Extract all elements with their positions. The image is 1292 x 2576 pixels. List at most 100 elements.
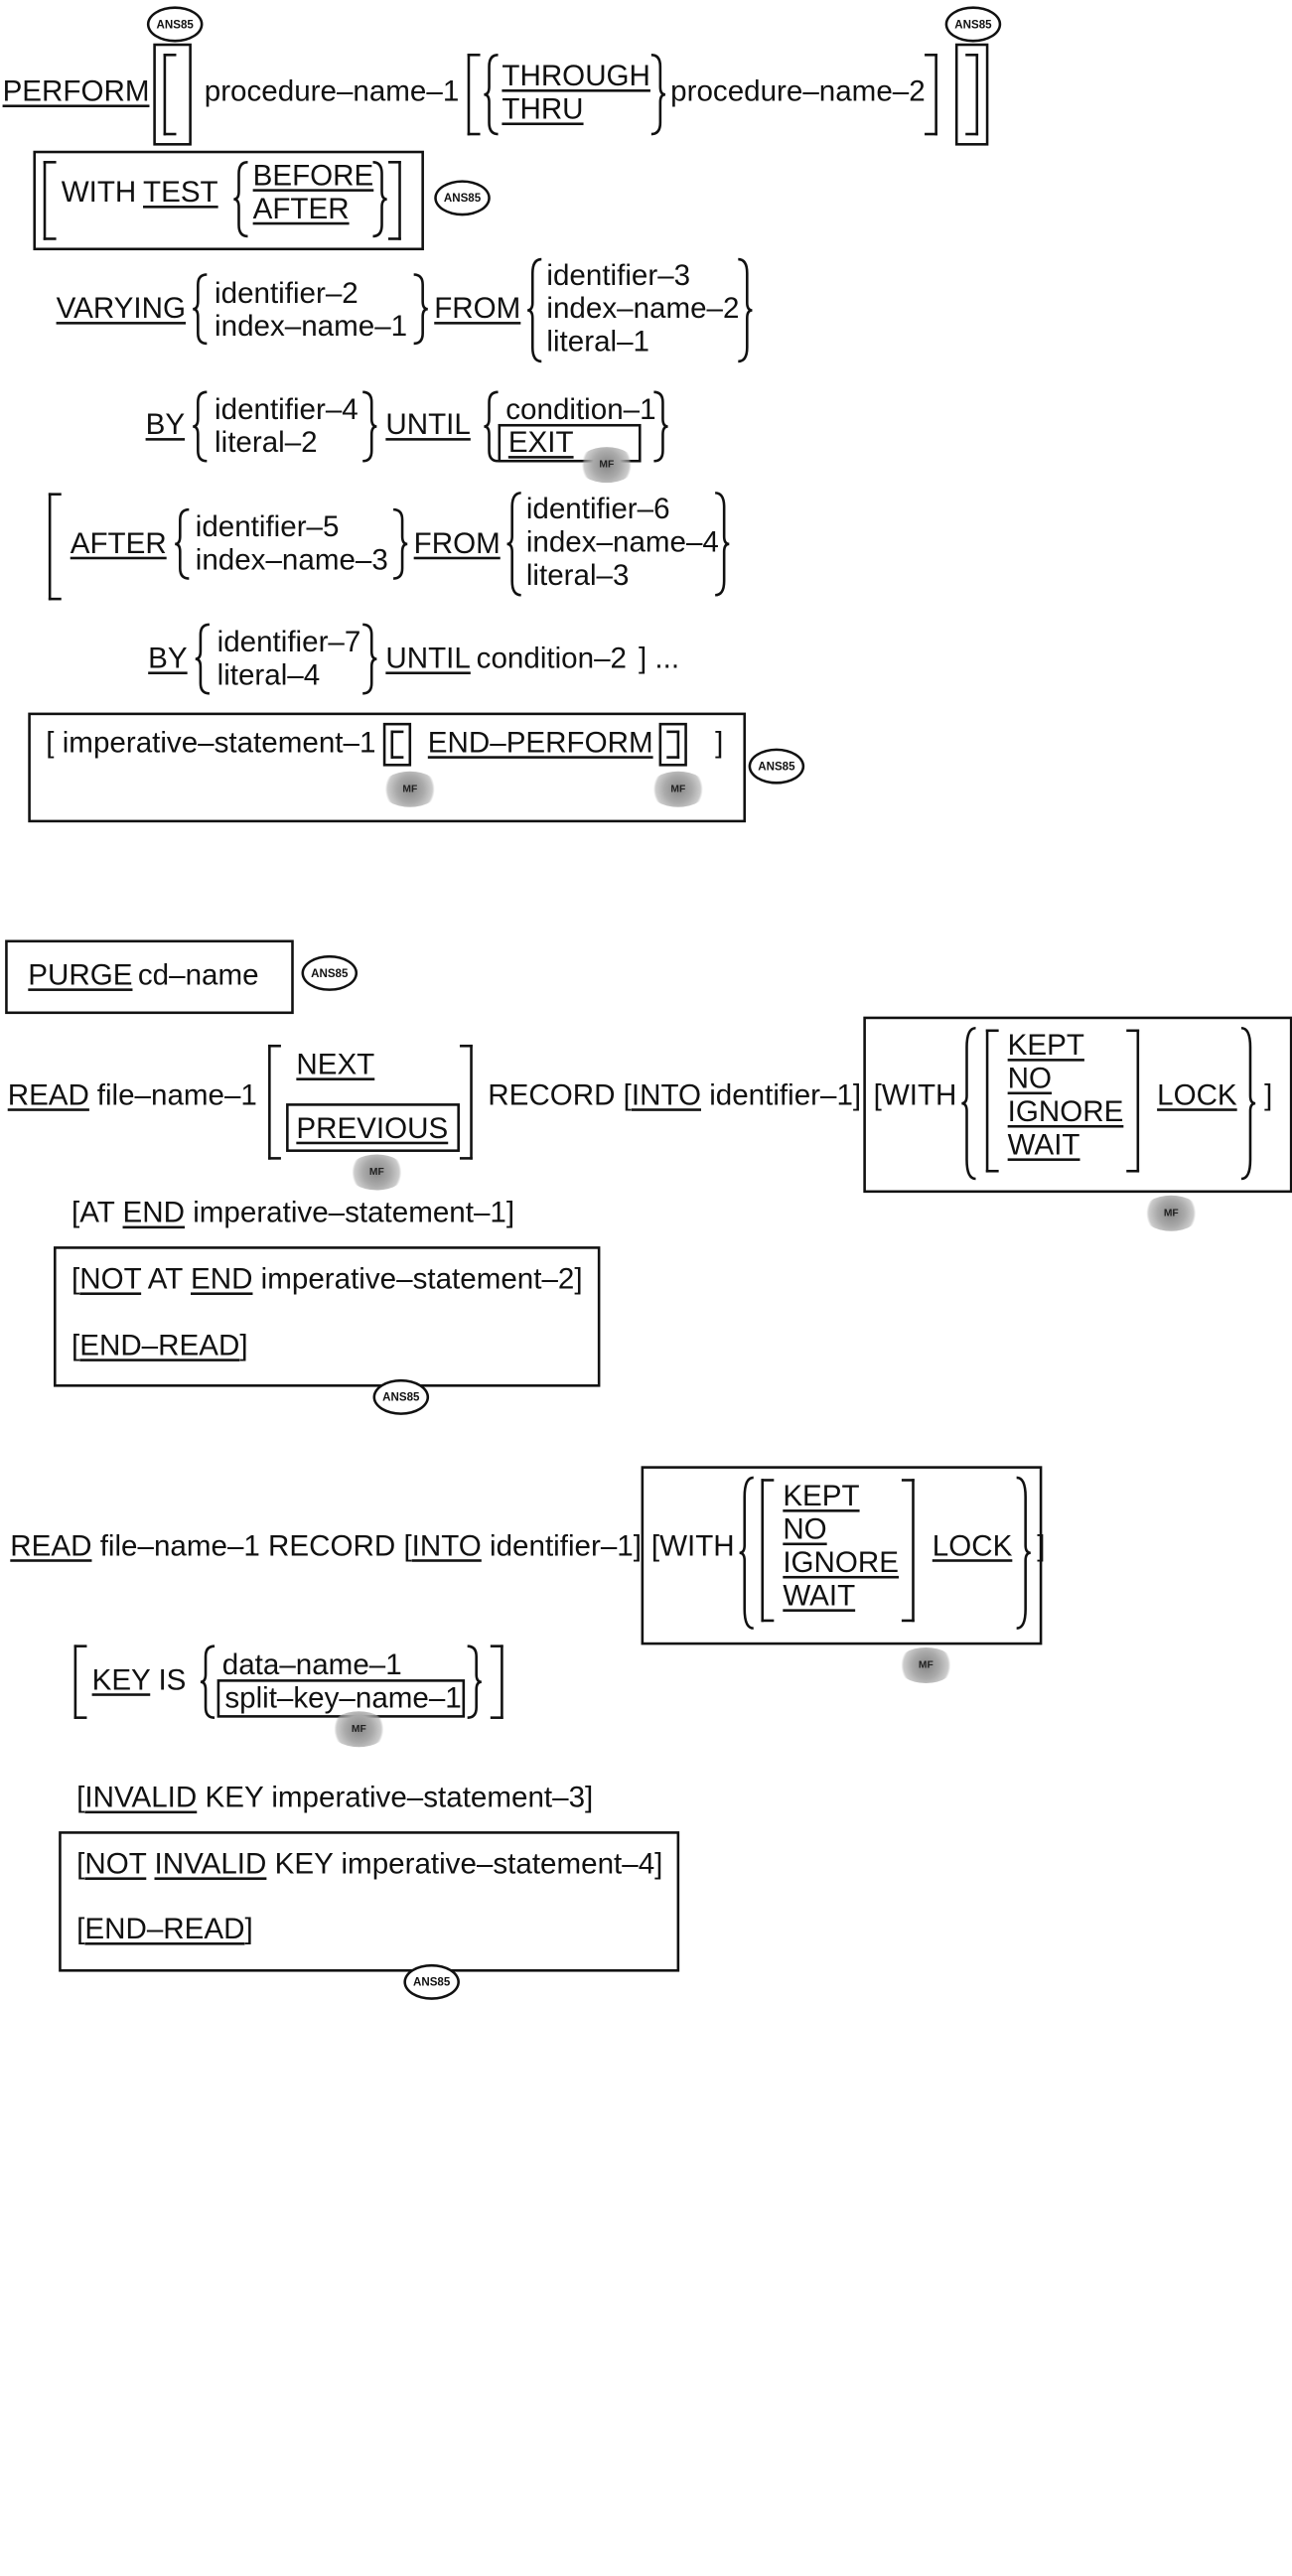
brace [739, 1476, 754, 1630]
keyword-test: TEST [143, 175, 218, 209]
mf-box [641, 1466, 1043, 1646]
keyword-after: AFTER [70, 525, 167, 560]
bracket [48, 493, 62, 601]
closing-bracket: ] [715, 725, 724, 759]
key-is: KEY IS [91, 1662, 187, 1696]
mf-badge: MF [347, 1154, 406, 1191]
closing-ellipsis: ] ... [639, 641, 680, 675]
mf-badge: MF [329, 1711, 388, 1748]
brace [484, 54, 499, 136]
brace [1016, 1476, 1031, 1630]
cd-name: cd–name [137, 957, 259, 991]
mf-badge: MF [648, 771, 708, 807]
not-invalid-key-clause: [NOT INVALID KEY imperative–statement–4] [76, 1846, 663, 1880]
bracket [1126, 1029, 1140, 1173]
ans85-box [33, 150, 424, 251]
identifier-7: identifier–7 [216, 624, 361, 658]
keyword-by: BY [148, 641, 188, 675]
mf-badge: MF [577, 447, 637, 484]
literal-3: literal–3 [525, 557, 630, 592]
keyword-key: KEY [91, 1662, 151, 1696]
brace [413, 273, 428, 346]
bracket [163, 54, 177, 136]
keyword-through: THROUGH [502, 59, 650, 92]
keyword-previous: PREVIOUS [296, 1110, 449, 1145]
condition-2: condition–2 [476, 641, 627, 675]
brace [738, 257, 753, 363]
bracket [666, 730, 680, 759]
bracket [387, 161, 401, 240]
index-name-4: index–name–4 [525, 524, 719, 558]
bracket [965, 54, 979, 136]
ans85-badge: ANS85 [944, 6, 1002, 43]
data-name-1: data–name–1 [221, 1646, 402, 1681]
keyword-thru: THRU [502, 91, 584, 126]
file-name-1: file–name–1 [96, 1077, 257, 1111]
brace [715, 492, 730, 597]
keyword-kept: KEPT [1007, 1028, 1084, 1062]
brace [484, 390, 499, 463]
keyword-with: [WITH [650, 1528, 735, 1562]
brace [362, 623, 377, 695]
bracket [925, 54, 937, 136]
ans85-box [54, 1246, 601, 1387]
closing-bracket: ] [1037, 1528, 1046, 1562]
mf-box [382, 722, 412, 767]
bracket [73, 1645, 87, 1719]
brace [195, 623, 210, 695]
keyword-read: READ [10, 1528, 92, 1562]
keyword-read: READ [7, 1077, 89, 1111]
keyword-exit: EXIT [507, 425, 574, 459]
ans85-badge: ANS85 [372, 1378, 430, 1415]
brace [200, 1645, 215, 1719]
mf-badge: MF [1141, 1195, 1201, 1231]
bracket [901, 1479, 915, 1623]
keyword-until: UNTIL [385, 641, 471, 675]
literal-2: literal–2 [215, 425, 318, 459]
keyword-next: NEXT [296, 1047, 375, 1080]
brace [362, 390, 377, 463]
bracket [268, 1044, 281, 1160]
index-name-2: index–name–2 [546, 291, 740, 325]
ans85-box [28, 712, 747, 823]
brace [233, 161, 248, 238]
imperative-statement-1: [ imperative–statement–1 [46, 725, 376, 759]
identifier-4: identifier–4 [215, 391, 359, 426]
keyword-varying: VARYING [56, 291, 186, 325]
end-read-clause: [END–READ] [72, 1328, 248, 1361]
ans85-box [954, 43, 989, 146]
brace [193, 390, 208, 463]
keyword-wait: WAIT [783, 1578, 856, 1612]
bracket [467, 54, 481, 136]
brace [650, 54, 666, 136]
keyword-from: FROM [434, 291, 521, 325]
keyword-no: NO [1007, 1061, 1053, 1095]
bracket [761, 1479, 775, 1623]
bracket [43, 161, 57, 240]
read-random-line: READ file–name–1 RECORD [INTO identifier… [10, 1528, 642, 1562]
ans85-badge: ANS85 [748, 748, 805, 785]
brace [467, 1645, 482, 1719]
index-name-3: index–name–3 [195, 542, 388, 576]
keyword-ignore: IGNORE [783, 1545, 900, 1579]
record-label: RECORD [INTO identifier–1] [488, 1077, 862, 1111]
literal-4: literal–4 [216, 657, 321, 691]
identifier-3: identifier–3 [546, 257, 691, 292]
procedure-name-2: procedure–name–2 [670, 73, 926, 108]
brace [393, 507, 408, 580]
mf-badge: MF [896, 1646, 955, 1683]
index-name-1: index–name–1 [215, 309, 408, 343]
end-read-clause: [END–READ] [76, 1912, 253, 1945]
keyword-purge: PURGE [28, 957, 133, 991]
keyword-from: FROM [413, 525, 501, 560]
identifier-2: identifier–2 [215, 275, 359, 310]
literal-1: literal–1 [546, 324, 649, 358]
brace [372, 161, 387, 238]
ans85-badge: ANS85 [301, 954, 359, 991]
mf-box [498, 423, 642, 463]
ans85-badge: ANS85 [146, 6, 204, 43]
mf-badge: MF [380, 771, 440, 807]
keyword-end-perform: END–PERFORM [427, 725, 653, 759]
bracket [459, 1044, 473, 1160]
identifier-5: identifier–5 [195, 509, 340, 543]
